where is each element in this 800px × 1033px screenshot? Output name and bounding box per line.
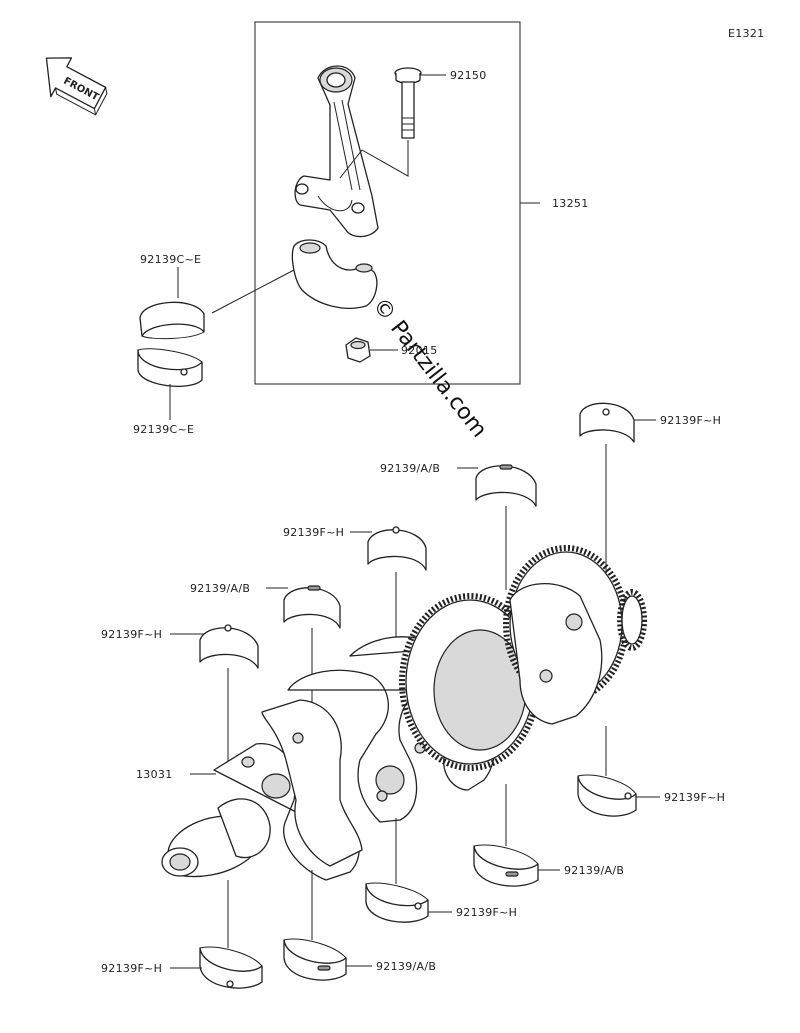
main-bearing-lower-1	[577, 774, 637, 817]
label-92139fh-bottom-left: 92139F~H	[101, 962, 162, 975]
label-92139ce-bottom: 92139C~E	[133, 423, 194, 436]
main-bearing-upper-2	[475, 464, 537, 507]
crankshaft	[161, 545, 647, 881]
conrod-bearing-lower	[137, 348, 203, 387]
conrod-bolt	[394, 67, 422, 139]
main-bearing-lower-2	[473, 844, 539, 887]
label-92139fh-2: 92139F~H	[283, 526, 344, 539]
label-13031: 13031	[136, 768, 173, 781]
label-13251: 13251	[552, 197, 589, 210]
label-92139fh-4: 92139F~H	[101, 628, 162, 641]
label-92139ab-right: 92139/A/B	[564, 864, 624, 877]
conrod-nut	[345, 337, 371, 363]
conrod-bearing-upper	[139, 301, 205, 340]
label-92139fh-bottom-mid: 92139F~H	[456, 906, 517, 919]
main-bearing-lower-4	[283, 938, 347, 981]
label-92139ce-top: 92139C~E	[140, 253, 201, 266]
label-92015: 92015	[401, 344, 438, 357]
main-bearing-lower-5	[199, 946, 263, 989]
main-bearing-upper-4	[283, 585, 341, 629]
main-bearing-lower-3	[365, 882, 429, 923]
label-92139ab-3: 92139/A/B	[190, 582, 250, 595]
label-92139fh-top-right: 92139F~H	[660, 414, 721, 427]
label-92139fh-right: 92139F~H	[664, 791, 725, 804]
diagram-id: E1321	[728, 27, 764, 40]
connecting-rod	[294, 65, 379, 238]
main-bearing-upper-1	[579, 402, 635, 443]
main-bearing-upper-3	[367, 526, 427, 571]
front-arrow-icon: FRONT	[45, 57, 108, 116]
label-92139ab-1: 92139/A/B	[380, 462, 440, 475]
conrod-cap	[291, 239, 378, 309]
label-92139ab-bottom: 92139/A/B	[376, 960, 436, 973]
watermark: © Partzilla.com	[367, 293, 491, 442]
main-bearing-upper-5	[199, 624, 259, 669]
label-92150: 92150	[450, 69, 487, 82]
